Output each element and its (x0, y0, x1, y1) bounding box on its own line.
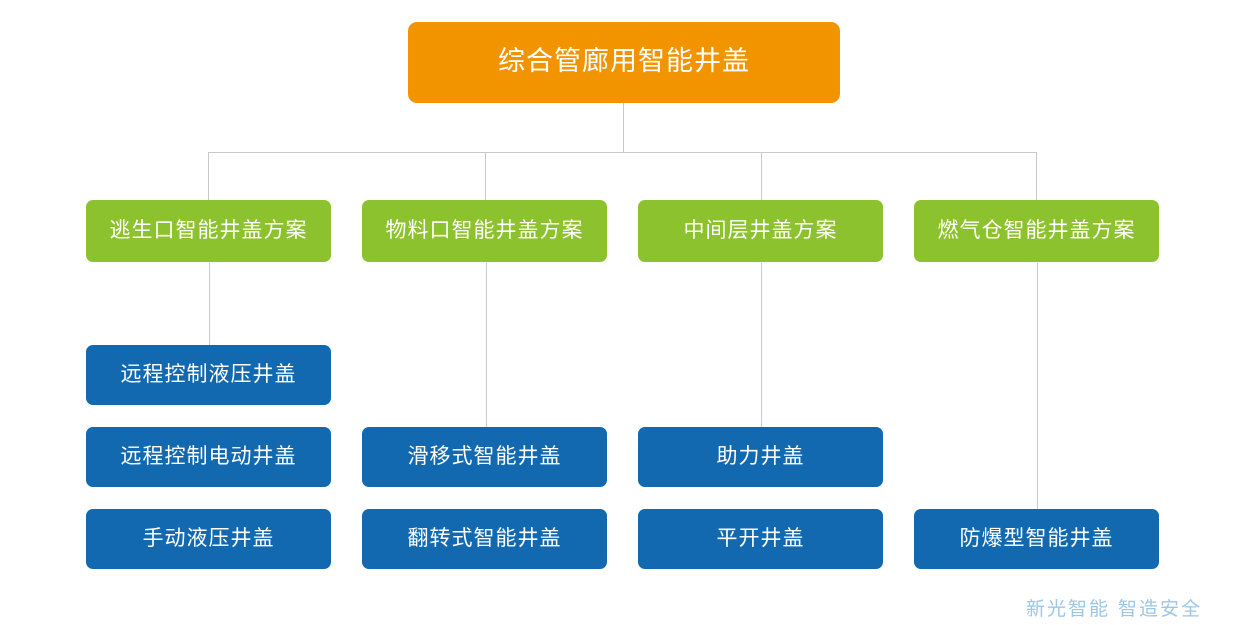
category-node-2[interactable]: 物料口智能井盖方案 (362, 200, 607, 262)
leaf-node-7[interactable]: 平开井盖 (638, 509, 883, 569)
leaf-node-1[interactable]: 远程控制液压井盖 (86, 345, 331, 405)
category-node-3-label: 中间层井盖方案 (683, 218, 838, 243)
leaf-node-4[interactable]: 滑移式智能井盖 (362, 427, 607, 487)
connector-category-4-to-leaves (1037, 263, 1038, 509)
connector-category-1-to-leaves (209, 263, 210, 345)
category-node-4-label: 燃气仓智能井盖方案 (937, 218, 1136, 243)
leaf-node-5-label: 翻转式智能井盖 (407, 526, 562, 551)
leaf-node-8[interactable]: 防爆型智能井盖 (914, 509, 1159, 569)
category-node-4[interactable]: 燃气仓智能井盖方案 (914, 200, 1159, 262)
root-node-label: 综合管廊用智能井盖 (498, 46, 750, 78)
leaf-node-1-label: 远程控制液压井盖 (120, 362, 297, 387)
connector-category-2-to-leaves (486, 263, 487, 427)
leaf-node-7-label: 平开井盖 (716, 526, 805, 551)
category-node-1-label: 逃生口智能井盖方案 (109, 218, 308, 243)
category-node-2-label: 物料口智能井盖方案 (385, 218, 584, 243)
connector-root-stem (623, 103, 624, 153)
connector-bus-horizontal (208, 152, 1037, 153)
leaf-node-6-label: 助力井盖 (716, 444, 805, 469)
leaf-node-5[interactable]: 翻转式智能井盖 (362, 509, 607, 569)
connector-bus-to-category-2 (485, 152, 486, 200)
leaf-node-3-label: 手动液压井盖 (142, 526, 275, 551)
category-node-3[interactable]: 中间层井盖方案 (638, 200, 883, 262)
connector-bus-to-category-3 (761, 152, 762, 200)
watermark-text: 新光智能 智造安全 (1026, 598, 1203, 620)
leaf-node-4-label: 滑移式智能井盖 (407, 444, 562, 469)
leaf-node-2-label: 远程控制电动井盖 (120, 444, 297, 469)
connector-bus-to-category-1 (208, 152, 209, 200)
leaf-node-2[interactable]: 远程控制电动井盖 (86, 427, 331, 487)
leaf-node-8-label: 防爆型智能井盖 (959, 526, 1114, 551)
connector-category-3-to-leaves (761, 263, 762, 427)
leaf-node-6[interactable]: 助力井盖 (638, 427, 883, 487)
leaf-node-3[interactable]: 手动液压井盖 (86, 509, 331, 569)
category-node-1[interactable]: 逃生口智能井盖方案 (86, 200, 331, 262)
connector-bus-to-category-4 (1036, 152, 1037, 200)
root-node[interactable]: 综合管廊用智能井盖 (408, 22, 840, 103)
